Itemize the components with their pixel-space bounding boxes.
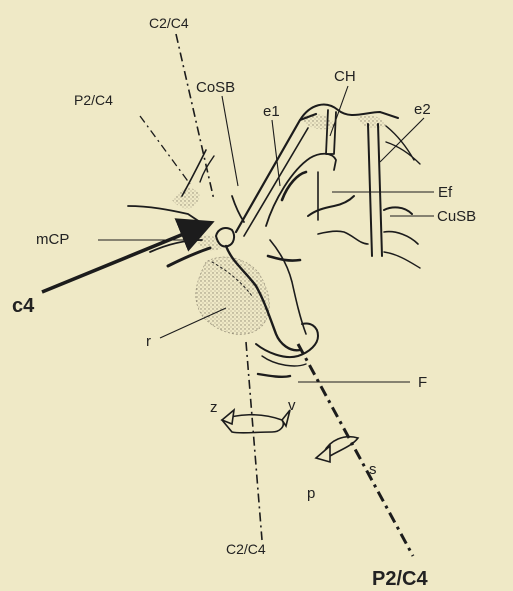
cosb-ridge [232,196,244,222]
label-e2: e2 [414,101,431,118]
e1-leader [272,120,280,186]
label-s: s [369,461,377,478]
label-f: F [418,374,427,391]
body-right-edge [270,240,306,334]
inner-loop [266,154,336,226]
upper-stipple-e2 [356,115,386,128]
label-cosb: CoSB [196,79,235,96]
label-ef: Ef [438,184,453,201]
label-ch: CH [334,68,356,85]
ef-ridge [308,196,354,216]
lower-channel [268,256,300,261]
r-region [196,257,269,334]
e2-leader [380,118,424,162]
rotation-arrows [222,410,358,462]
label-z: z [210,399,218,416]
ps-arrowhead [316,446,330,462]
left-process-thick [168,248,210,266]
label-cusb: CuSB [437,208,476,225]
label-c2c4-top: C2/C4 [149,15,189,31]
cusb-branch-3 [384,207,412,214]
label-e1: e1 [263,103,280,120]
right-ledge [318,231,368,244]
c2c4-axis-lower [246,342,262,540]
label-mcp: mCP [36,231,69,248]
mcp-socket [216,228,234,247]
cusb-branch-5 [384,252,420,268]
f-hook-outer [256,324,318,358]
strut-e1-lower [244,128,308,236]
vertical-bar-right [378,124,382,256]
ch-leader [330,86,348,136]
label-r: r [146,333,151,350]
label-v: v [288,397,296,414]
f-shadow [258,374,290,377]
label-p2c4-bottom: P2/C4 [372,568,428,590]
label-p2c4-top: P2/C4 [74,92,113,108]
cusb-branch-2 [386,142,420,164]
label-p: p [307,485,315,502]
p2c4-axis-lower [298,344,413,556]
upper-stipple-left [172,188,200,209]
upper-stipple-ch [300,114,336,129]
label-c2c4-bottom: C2/C4 [226,541,266,557]
cusb-branch-4 [384,232,418,244]
left-spur [182,150,206,196]
p2c4-axis-upper [140,116,190,184]
vertical-bar-left [368,124,372,256]
cosb-leader [222,96,238,186]
label-c4: c4 [12,295,35,317]
c2c4-axis-upper [176,34,214,200]
